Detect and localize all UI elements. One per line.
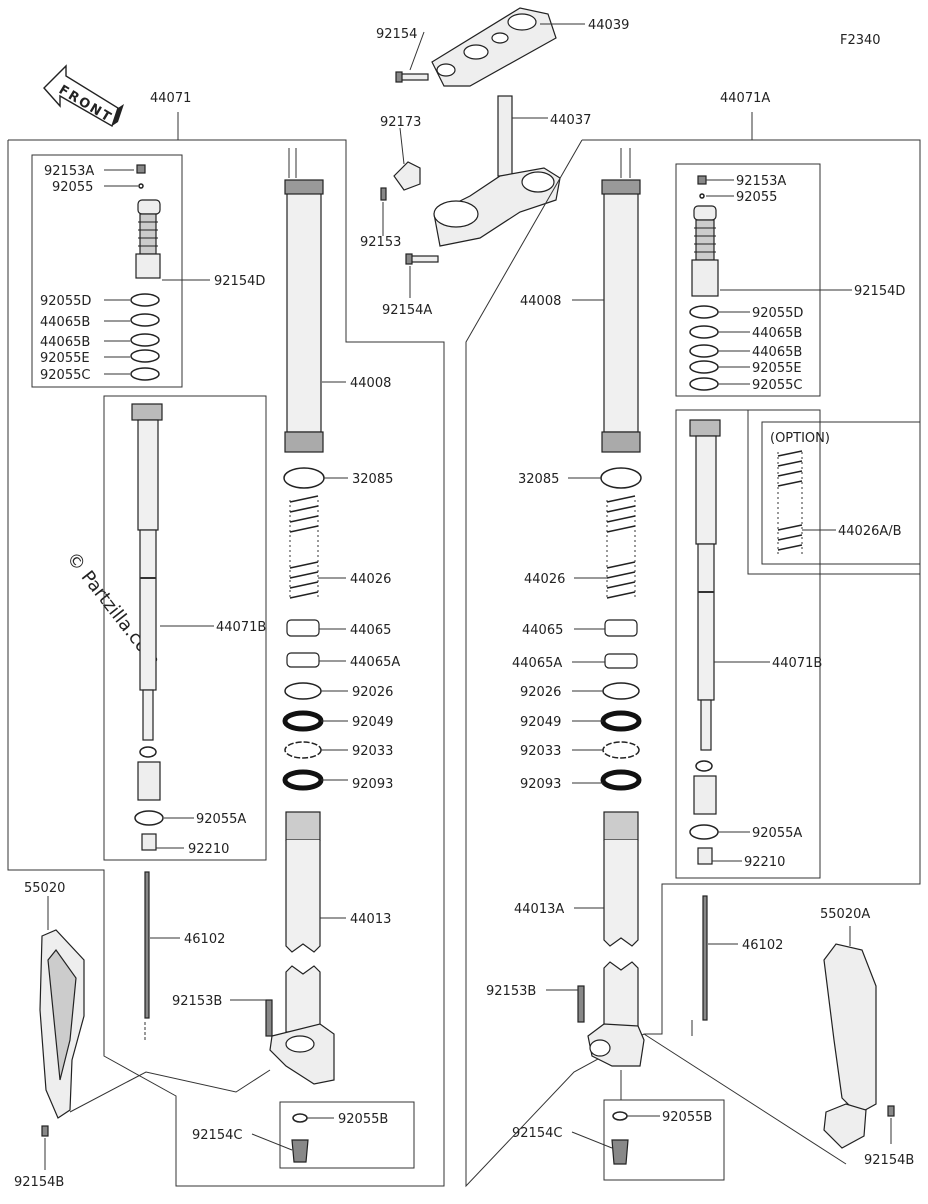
- bolt-92154a: [405, 253, 439, 265]
- label-92033: 92033: [352, 744, 393, 759]
- label-r-44026: 44026: [524, 572, 565, 587]
- label-92055d: 92055D: [40, 294, 91, 309]
- label-44065b-1: 44065B: [40, 315, 90, 330]
- label-r-92210: 92210: [744, 855, 785, 870]
- label-44008: 44008: [350, 376, 391, 391]
- label-32085: 32085: [352, 472, 393, 487]
- label-r-92033: 92033: [520, 744, 561, 759]
- label-92055e: 92055E: [40, 351, 90, 366]
- label-44071a: 44071A: [720, 91, 770, 106]
- label-r-44065a: 44065A: [512, 656, 562, 671]
- label-r-92154c: 92154C: [512, 1126, 562, 1141]
- label-92055c: 92055C: [40, 368, 90, 383]
- label-r-92153b: 92153B: [486, 984, 536, 999]
- option-label: (OPTION): [770, 431, 830, 446]
- label-r-32085: 32085: [518, 472, 559, 487]
- label-92154d: 92154D: [214, 274, 265, 289]
- bolt-92154: [395, 71, 429, 83]
- left-fork-assembly: 44071 92153A 92055 92154D 92055D: [7, 91, 445, 1190]
- label-92153b: 92153B: [172, 994, 222, 1009]
- label-92153: 92153: [360, 235, 401, 250]
- label-r-92055e: 92055E: [752, 361, 802, 376]
- label-92093: 92093: [352, 777, 393, 792]
- label-92154c: 92154C: [192, 1128, 242, 1143]
- upper-triple-clamp: [431, 7, 557, 87]
- label-92173: 92173: [380, 115, 421, 130]
- label-92154b: 92154B: [14, 1175, 64, 1190]
- label-r-92055: 92055: [736, 190, 777, 205]
- label-r-44026ab: 44026A/B: [838, 524, 902, 539]
- label-r-44013a: 44013A: [514, 902, 564, 917]
- diagram-code: F2340: [840, 33, 881, 48]
- label-r-92049: 92049: [520, 715, 561, 730]
- label-r-44008: 44008: [520, 294, 561, 309]
- label-r-92154b: 92154B: [864, 1153, 914, 1168]
- label-r-46102: 46102: [742, 938, 783, 953]
- label-r-92026: 92026: [520, 685, 561, 700]
- label-92049: 92049: [352, 715, 393, 730]
- label-44026: 44026: [350, 572, 391, 587]
- right-fork-assembly: 44071A 92153A 92055 92154D: [465, 91, 921, 1188]
- label-r-44071b: 44071B: [772, 656, 822, 671]
- label-44065b-2: 44065B: [40, 335, 90, 350]
- clamp-92173: [393, 161, 421, 191]
- label-44071: 44071: [150, 91, 191, 106]
- label-44065a: 44065A: [350, 655, 400, 670]
- label-44071b: 44071B: [216, 620, 266, 635]
- label-r-92055b: 92055B: [662, 1110, 712, 1125]
- label-92055: 92055: [52, 180, 93, 195]
- label-92153a: 92153A: [44, 164, 94, 179]
- bolt-92153: [380, 187, 387, 201]
- label-44037: 44037: [550, 113, 591, 128]
- label-92210: 92210: [188, 842, 229, 857]
- label-44065: 44065: [350, 623, 391, 638]
- label-92026: 92026: [352, 685, 393, 700]
- steering-stem: [433, 95, 561, 247]
- label-r-92154d: 92154D: [854, 284, 905, 299]
- label-r-44065b-1: 44065B: [752, 326, 802, 341]
- label-r-92055c: 92055C: [752, 378, 802, 393]
- label-r-55020a: 55020A: [820, 907, 870, 922]
- label-44013: 44013: [350, 912, 391, 927]
- label-r-44065b-2: 44065B: [752, 345, 802, 360]
- label-r-92055a: 92055A: [752, 826, 802, 841]
- label-r-92055d: 92055D: [752, 306, 803, 321]
- label-r-92153a: 92153A: [736, 174, 786, 189]
- label-46102: 46102: [184, 932, 225, 947]
- label-92055a: 92055A: [196, 812, 246, 827]
- label-r-92093: 92093: [520, 777, 561, 792]
- label-92154a: 92154A: [382, 303, 432, 318]
- label-55020: 55020: [24, 881, 65, 896]
- label-44039: 44039: [588, 18, 629, 33]
- label-92154: 92154: [376, 27, 417, 42]
- front-arrow-icon: FRONT: [43, 64, 124, 128]
- label-92055b: 92055B: [338, 1112, 388, 1127]
- label-r-44065: 44065: [522, 623, 563, 638]
